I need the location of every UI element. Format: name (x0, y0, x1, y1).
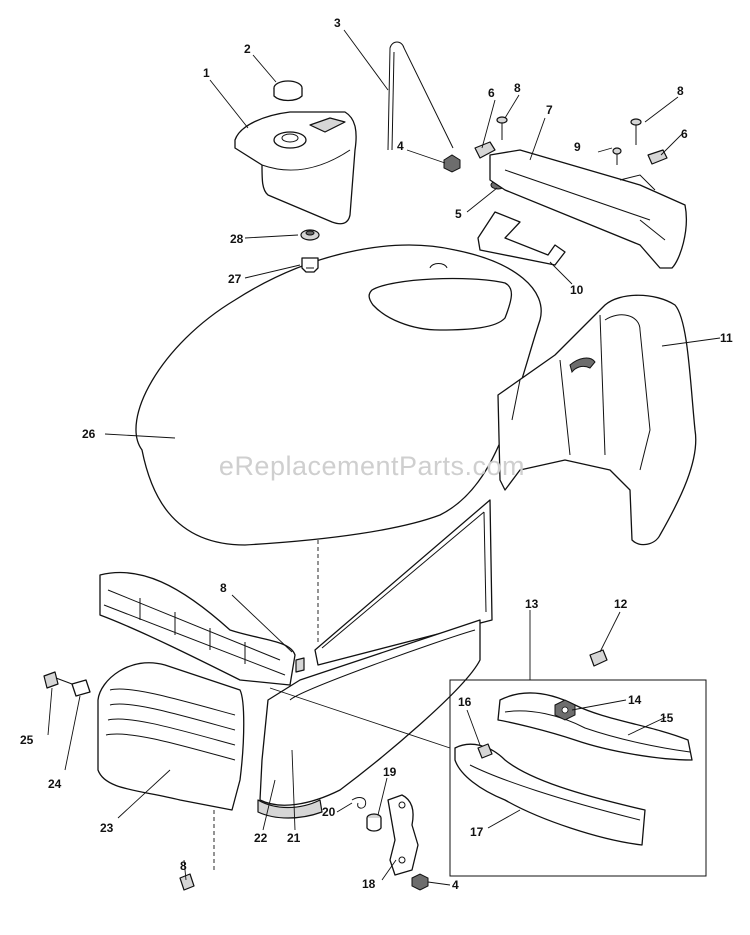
callout-19: 19 (383, 765, 397, 779)
callout-14: 14 (628, 693, 642, 707)
callout-12: 12 (614, 597, 628, 611)
fitting-part-27 (301, 257, 319, 273)
bumper-lower-part-17 (454, 743, 646, 846)
callout-22: 22 (254, 831, 268, 845)
callout-labels: 1 2 3 4 5 6 8 7 8 9 6 10 11 26 28 27 8 1… (20, 16, 733, 892)
callout-2: 2 (244, 42, 251, 56)
fuel-cap-part-2 (273, 80, 303, 102)
watermark-text: eReplacementParts.com (219, 451, 525, 481)
callout-7: 7 (546, 103, 553, 117)
callout-6-right: 6 (681, 127, 688, 141)
front-bumper-upper (99, 571, 296, 686)
callout-15: 15 (660, 711, 674, 725)
callout-24: 24 (48, 777, 62, 791)
callout-23: 23 (100, 821, 114, 835)
callout-8-bumper: 8 (220, 581, 227, 595)
hinge-bracket-part-7 (489, 149, 687, 269)
pivot-plate-part-18 (387, 794, 419, 876)
dash-panel-part-11 (497, 294, 697, 546)
hood-skirt-part-22 (257, 799, 323, 819)
bumper-kit-part-13 (449, 610, 707, 877)
callout-3: 3 (334, 16, 341, 30)
bumper-insert-part-15 (497, 692, 693, 761)
front-grille-part-23 (97, 662, 245, 870)
bolt-part-16 (477, 743, 493, 759)
screw-part-8-bottom (179, 873, 195, 891)
callout-27: 27 (228, 272, 242, 286)
nut-part-4-top (443, 154, 461, 173)
grommet-part-28 (300, 229, 320, 241)
screw-part-9 (612, 147, 622, 165)
screw-part-8-top-left (496, 116, 508, 140)
callout-4-top: 4 (397, 139, 404, 153)
callout-8-bottom: 8 (180, 859, 187, 873)
callout-26: 26 (82, 427, 96, 441)
callout-10: 10 (570, 283, 584, 297)
clip-part-20 (351, 797, 367, 809)
callout-8-top-right: 8 (677, 84, 684, 98)
callout-4-bottom: 4 (452, 878, 459, 892)
callout-5: 5 (455, 207, 462, 221)
pin-part-19 (366, 813, 382, 832)
screw-part-8-bumper (295, 657, 305, 673)
screw-part-8-top-right (630, 118, 642, 145)
nut-part-4-bottom (411, 873, 429, 891)
callout-25: 25 (20, 733, 34, 747)
spacer-part-24 (71, 679, 91, 697)
bolt-part-25 (43, 671, 73, 689)
clip-part-12 (589, 649, 608, 667)
callout-28: 28 (230, 232, 244, 246)
hood-part-26 (135, 244, 542, 546)
fuel-tank-part-1 (234, 111, 357, 225)
callout-1: 1 (203, 66, 210, 80)
callout-11: 11 (720, 331, 733, 345)
callout-20: 20 (322, 805, 336, 819)
callout-17: 17 (470, 825, 484, 839)
callout-9: 9 (574, 140, 581, 154)
hood-skirt-part-21 (259, 619, 481, 806)
leader-lines (47, 29, 721, 886)
tank-strap-part-3 (387, 41, 454, 151)
callout-8-top-left: 8 (514, 81, 521, 95)
speed-nut-part-6-left (474, 141, 496, 159)
hardware-lead-line (269, 687, 451, 749)
callout-21: 21 (287, 831, 301, 845)
callout-18: 18 (362, 877, 376, 891)
nut-part-14 (554, 699, 576, 721)
callout-16: 16 (458, 695, 472, 709)
hood-bracket-part-10 (477, 211, 566, 266)
callout-13: 13 (525, 597, 539, 611)
callout-6-left: 6 (488, 86, 495, 100)
grille-panel (314, 499, 493, 666)
